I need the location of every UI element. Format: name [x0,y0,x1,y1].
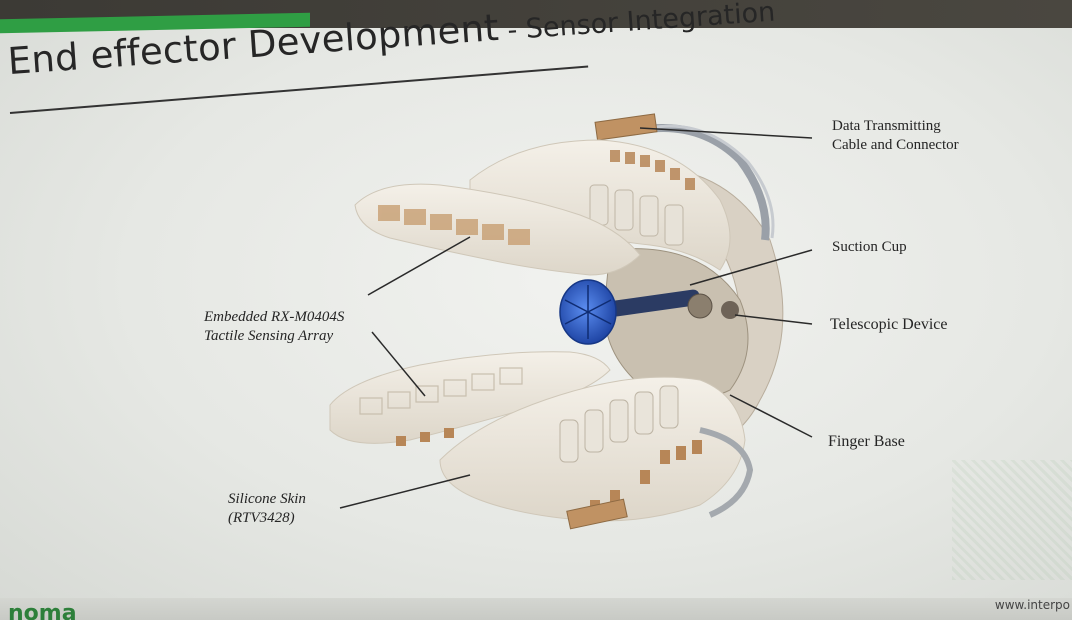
footer-url: www.interpo [995,598,1070,612]
label-silicone-skin: Silicone Skin (RTV3428) [228,490,306,528]
label-data-cable-line1: Data Transmitting [832,117,959,136]
label-telescopic-device: Telescopic Device [830,315,947,334]
hub-plate [604,249,748,399]
label-data-cable: Data Transmitting Cable and Connector [832,117,959,155]
label-tactile-line2: Tactile Sensing Array [204,327,344,346]
bottom-bar [0,598,1072,620]
label-skin-line1: Silicone Skin [228,490,306,509]
corner-pattern [952,460,1072,580]
label-suction-cup: Suction Cup [832,238,907,257]
label-data-cable-line2: Cable and Connector [832,136,959,155]
label-tactile-array: Embedded RX-M0404S Tactile Sensing Array [204,308,344,346]
label-finger-base: Finger Base [828,432,905,451]
label-skin-line2: (RTV3428) [228,509,306,528]
cable-connector [595,114,657,140]
label-tactile-line1: Embedded RX-M0404S [204,308,344,327]
footer-logo: noma [8,601,77,620]
